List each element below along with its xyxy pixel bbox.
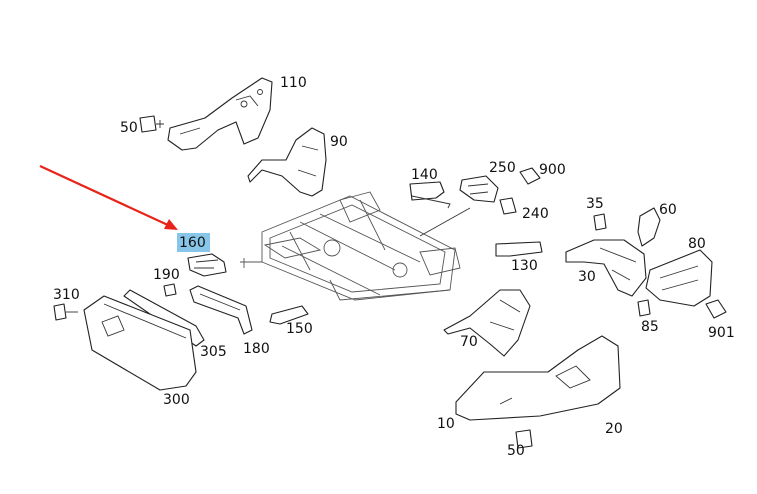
- part-90: [247, 127, 327, 197]
- label-250: 250: [489, 160, 516, 176]
- part-30: [565, 239, 647, 297]
- label-130: 130: [511, 258, 538, 274]
- label-35: 35: [586, 196, 604, 212]
- part-60: [637, 207, 661, 247]
- label-60: 60: [659, 202, 677, 218]
- part-10-20-trim: [455, 335, 621, 421]
- label-180: 180: [243, 341, 270, 357]
- label-highlight-160: [177, 233, 210, 252]
- part-150: [269, 305, 309, 325]
- label-85: 85: [641, 319, 659, 335]
- label-50-bottom: 50: [507, 443, 525, 459]
- label-150: 150: [286, 321, 313, 337]
- part-180: [189, 285, 253, 335]
- part-50-screw-top: [139, 115, 164, 133]
- part-80: [645, 249, 713, 307]
- label-70: 70: [460, 334, 478, 350]
- part-140: [409, 181, 451, 209]
- part-240: [499, 197, 517, 215]
- label-901: 901: [708, 325, 735, 341]
- cable-140-250: [419, 207, 471, 237]
- label-310: 310: [53, 287, 80, 303]
- part-130: [495, 241, 543, 257]
- label-300: 300: [163, 392, 190, 408]
- label-305: 305: [200, 344, 227, 360]
- part-110: [167, 77, 273, 151]
- pointer-arrow: [39, 165, 178, 230]
- part-900: [519, 167, 541, 185]
- part-35-screw: [593, 213, 607, 231]
- label-80: 80: [688, 236, 706, 252]
- label-190: 190: [153, 267, 180, 283]
- label-900: 900: [539, 162, 566, 178]
- label-240: 240: [522, 206, 549, 222]
- label-50-top: 50: [120, 120, 138, 136]
- label-20: 20: [605, 421, 623, 437]
- label-140: 140: [411, 167, 438, 183]
- label-30: 30: [578, 269, 596, 285]
- label-110: 110: [280, 75, 307, 91]
- part-50-screw-bottom: [515, 429, 533, 449]
- seat-frame-assembly: [240, 191, 461, 301]
- part-300-cover: [83, 295, 197, 391]
- part-70: [443, 289, 531, 357]
- part-160: [187, 253, 227, 277]
- part-901: [705, 299, 727, 319]
- part-310-screw: [53, 303, 78, 321]
- part-190: [163, 283, 177, 297]
- part-85-screw: [637, 299, 651, 317]
- part-250: [459, 175, 499, 203]
- label-10: 10: [437, 416, 455, 432]
- label-90: 90: [330, 134, 348, 150]
- label-160: 160: [179, 235, 206, 251]
